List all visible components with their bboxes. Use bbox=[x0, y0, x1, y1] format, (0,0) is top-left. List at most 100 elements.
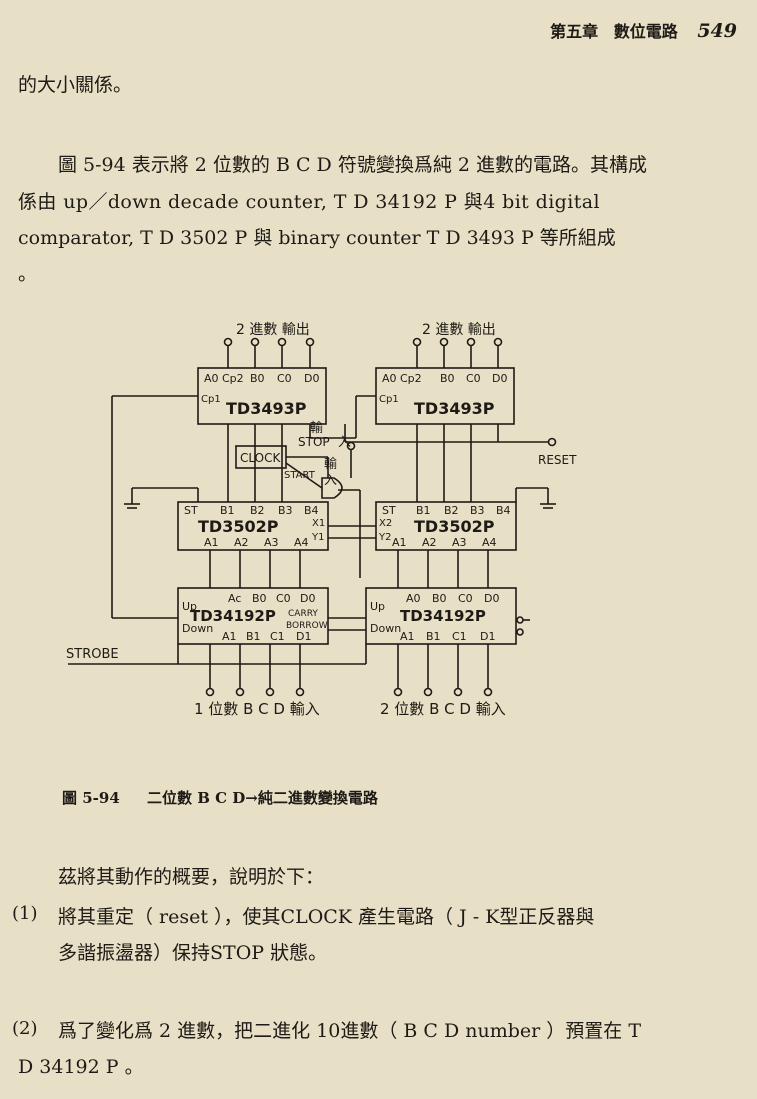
pin-label: B2 bbox=[250, 504, 265, 517]
binary-output-label: 2 進數 輸出 bbox=[236, 322, 310, 338]
start-label: START bbox=[284, 470, 316, 481]
pin-label: A0 bbox=[204, 372, 219, 385]
pin-label: B1 bbox=[220, 504, 235, 517]
pin-label: B3 bbox=[470, 504, 485, 517]
pin-label: D0 bbox=[484, 592, 499, 605]
pin-label: B1 bbox=[416, 504, 431, 517]
ic-label: TD3493P bbox=[414, 399, 495, 418]
pin-label: C1 bbox=[270, 630, 285, 643]
input-char-label: 入 bbox=[338, 435, 351, 450]
pin-label: Y2 bbox=[378, 532, 391, 543]
pin-label: D1 bbox=[480, 630, 495, 643]
pin-label: Down bbox=[370, 622, 401, 635]
ic-label: TD34192P bbox=[190, 607, 276, 625]
item-line: 多諧振盪器）保持STOP 狀態。 bbox=[58, 942, 328, 964]
pin-label: X2 bbox=[379, 518, 392, 529]
pin-label: D0 bbox=[492, 372, 507, 385]
pin-label: Y1 bbox=[311, 532, 324, 543]
pin-label: A4 bbox=[294, 536, 309, 549]
figure-caption: 圖 5-94 二位數 B C D→純二進數變換電路 bbox=[62, 787, 378, 808]
output-terminal bbox=[277, 337, 287, 347]
ic-td34192p-right bbox=[365, 587, 517, 645]
output-terminal bbox=[223, 337, 233, 347]
pin-label: Ac bbox=[228, 592, 241, 605]
pin-label: B2 bbox=[444, 504, 459, 517]
reset-label: RESET bbox=[538, 453, 577, 467]
pin-label: C0 bbox=[276, 592, 291, 605]
output-bubble bbox=[516, 628, 524, 636]
pin-label: D0 bbox=[300, 592, 315, 605]
ones-bcd-input-label: 1 位數 B C D 輸入 bbox=[194, 700, 320, 718]
pin-label: A4 bbox=[482, 536, 497, 549]
input-char-label: 輸 bbox=[310, 421, 323, 436]
ic-label: TD3502P bbox=[198, 517, 279, 536]
pin-label: B0 bbox=[432, 592, 447, 605]
pin-label: C0 bbox=[458, 592, 473, 605]
reset-terminal bbox=[547, 437, 557, 447]
pin-label: B3 bbox=[278, 504, 293, 517]
output-terminal bbox=[305, 337, 315, 347]
paragraph-line: 係由 up／down decade counter, T D 34192 P 與… bbox=[18, 191, 600, 213]
output-terminal bbox=[493, 337, 503, 347]
figure-number: 圖 5-94 bbox=[62, 789, 120, 807]
item-number: (1) bbox=[12, 903, 38, 924]
output-bubble bbox=[516, 616, 524, 624]
output-terminal bbox=[466, 337, 476, 347]
pin-label: D0 bbox=[304, 372, 319, 385]
pin-label: A3 bbox=[264, 536, 279, 549]
pin-label: A2 bbox=[234, 536, 249, 549]
tens-bcd-input-label: 2 位數 B C D 輸入 bbox=[380, 700, 506, 718]
pin-label: ST bbox=[382, 504, 396, 517]
pin-label: Cp2 bbox=[222, 372, 244, 385]
stop-input-terminal bbox=[346, 441, 356, 451]
pin-label: Cp1 bbox=[201, 394, 221, 405]
chapter-title: 數位電路 bbox=[613, 22, 678, 41]
figure-caption-text: 二位數 B C D→純二進數變換電路 bbox=[147, 789, 378, 807]
paragraph-line: 圖 5-94 表示將 2 位數的 B C D 符號變換爲純 2 進數的電路。其構… bbox=[58, 154, 647, 176]
ic-label: TD34192P bbox=[400, 607, 486, 625]
borrow-label: BORROW bbox=[286, 621, 328, 631]
item-line: 爲了變化爲 2 進數，把二進化 10進數（ B C D number ）預置在 … bbox=[58, 1020, 642, 1042]
pin-label: Up bbox=[370, 600, 385, 613]
pin-label: B1 bbox=[246, 630, 261, 643]
pin-label: Down bbox=[182, 622, 213, 635]
pin-label: Cp1 bbox=[379, 394, 399, 405]
pin-label: B0 bbox=[250, 372, 265, 385]
output-terminal bbox=[439, 337, 449, 347]
pin-label: C1 bbox=[452, 630, 467, 643]
clock-label: CLOCK bbox=[240, 451, 281, 465]
strobe-label: STROBE bbox=[66, 647, 119, 662]
binary-output-label: 2 進數 輸出 bbox=[422, 322, 496, 338]
pin-label: D1 bbox=[296, 630, 311, 643]
input-char-label: 輸 bbox=[324, 457, 337, 472]
pin-label: B0 bbox=[440, 372, 455, 385]
chapter-label: 第五章 bbox=[550, 22, 599, 41]
pin-label: A0 bbox=[382, 372, 397, 385]
pin-label: A2 bbox=[422, 536, 437, 549]
paragraph-line: 的大小關係。 bbox=[18, 74, 133, 96]
page-number: 549 bbox=[697, 20, 737, 42]
pin-label: A1 bbox=[392, 536, 407, 549]
summary-intro: 茲將其動作的概要，說明於下： bbox=[58, 866, 325, 888]
item-number: (2) bbox=[12, 1018, 38, 1039]
pin-label: B4 bbox=[496, 504, 511, 517]
ic-label: TD3502P bbox=[414, 517, 495, 536]
pin-label: A1 bbox=[400, 630, 415, 643]
carry-label: CARRY bbox=[288, 609, 318, 619]
pin-label: B1 bbox=[426, 630, 441, 643]
pin-label: A0 bbox=[406, 592, 421, 605]
pin-label: C0 bbox=[277, 372, 292, 385]
input-char-label: 入 bbox=[324, 473, 337, 488]
pin-label: ST bbox=[184, 504, 198, 517]
ic-td34192p-left bbox=[177, 587, 329, 645]
pin-label: Up bbox=[182, 600, 197, 613]
bcd-to-binary-circuit: 2 進數 輸出 2 進數 輸出 A0 Cp2 B0 C0 D0 Cp1 TD34… bbox=[66, 322, 577, 718]
paragraph-line: comparator, T D 3502 P 與 binary counter … bbox=[18, 227, 616, 249]
pin-label: A1 bbox=[222, 630, 237, 643]
pin-label: Cp2 bbox=[400, 372, 422, 385]
output-terminal bbox=[412, 337, 422, 347]
pin-label: B0 bbox=[252, 592, 267, 605]
page-header: 第五章 數位電路 549 bbox=[550, 18, 737, 42]
stop-label: STOP bbox=[298, 435, 330, 449]
